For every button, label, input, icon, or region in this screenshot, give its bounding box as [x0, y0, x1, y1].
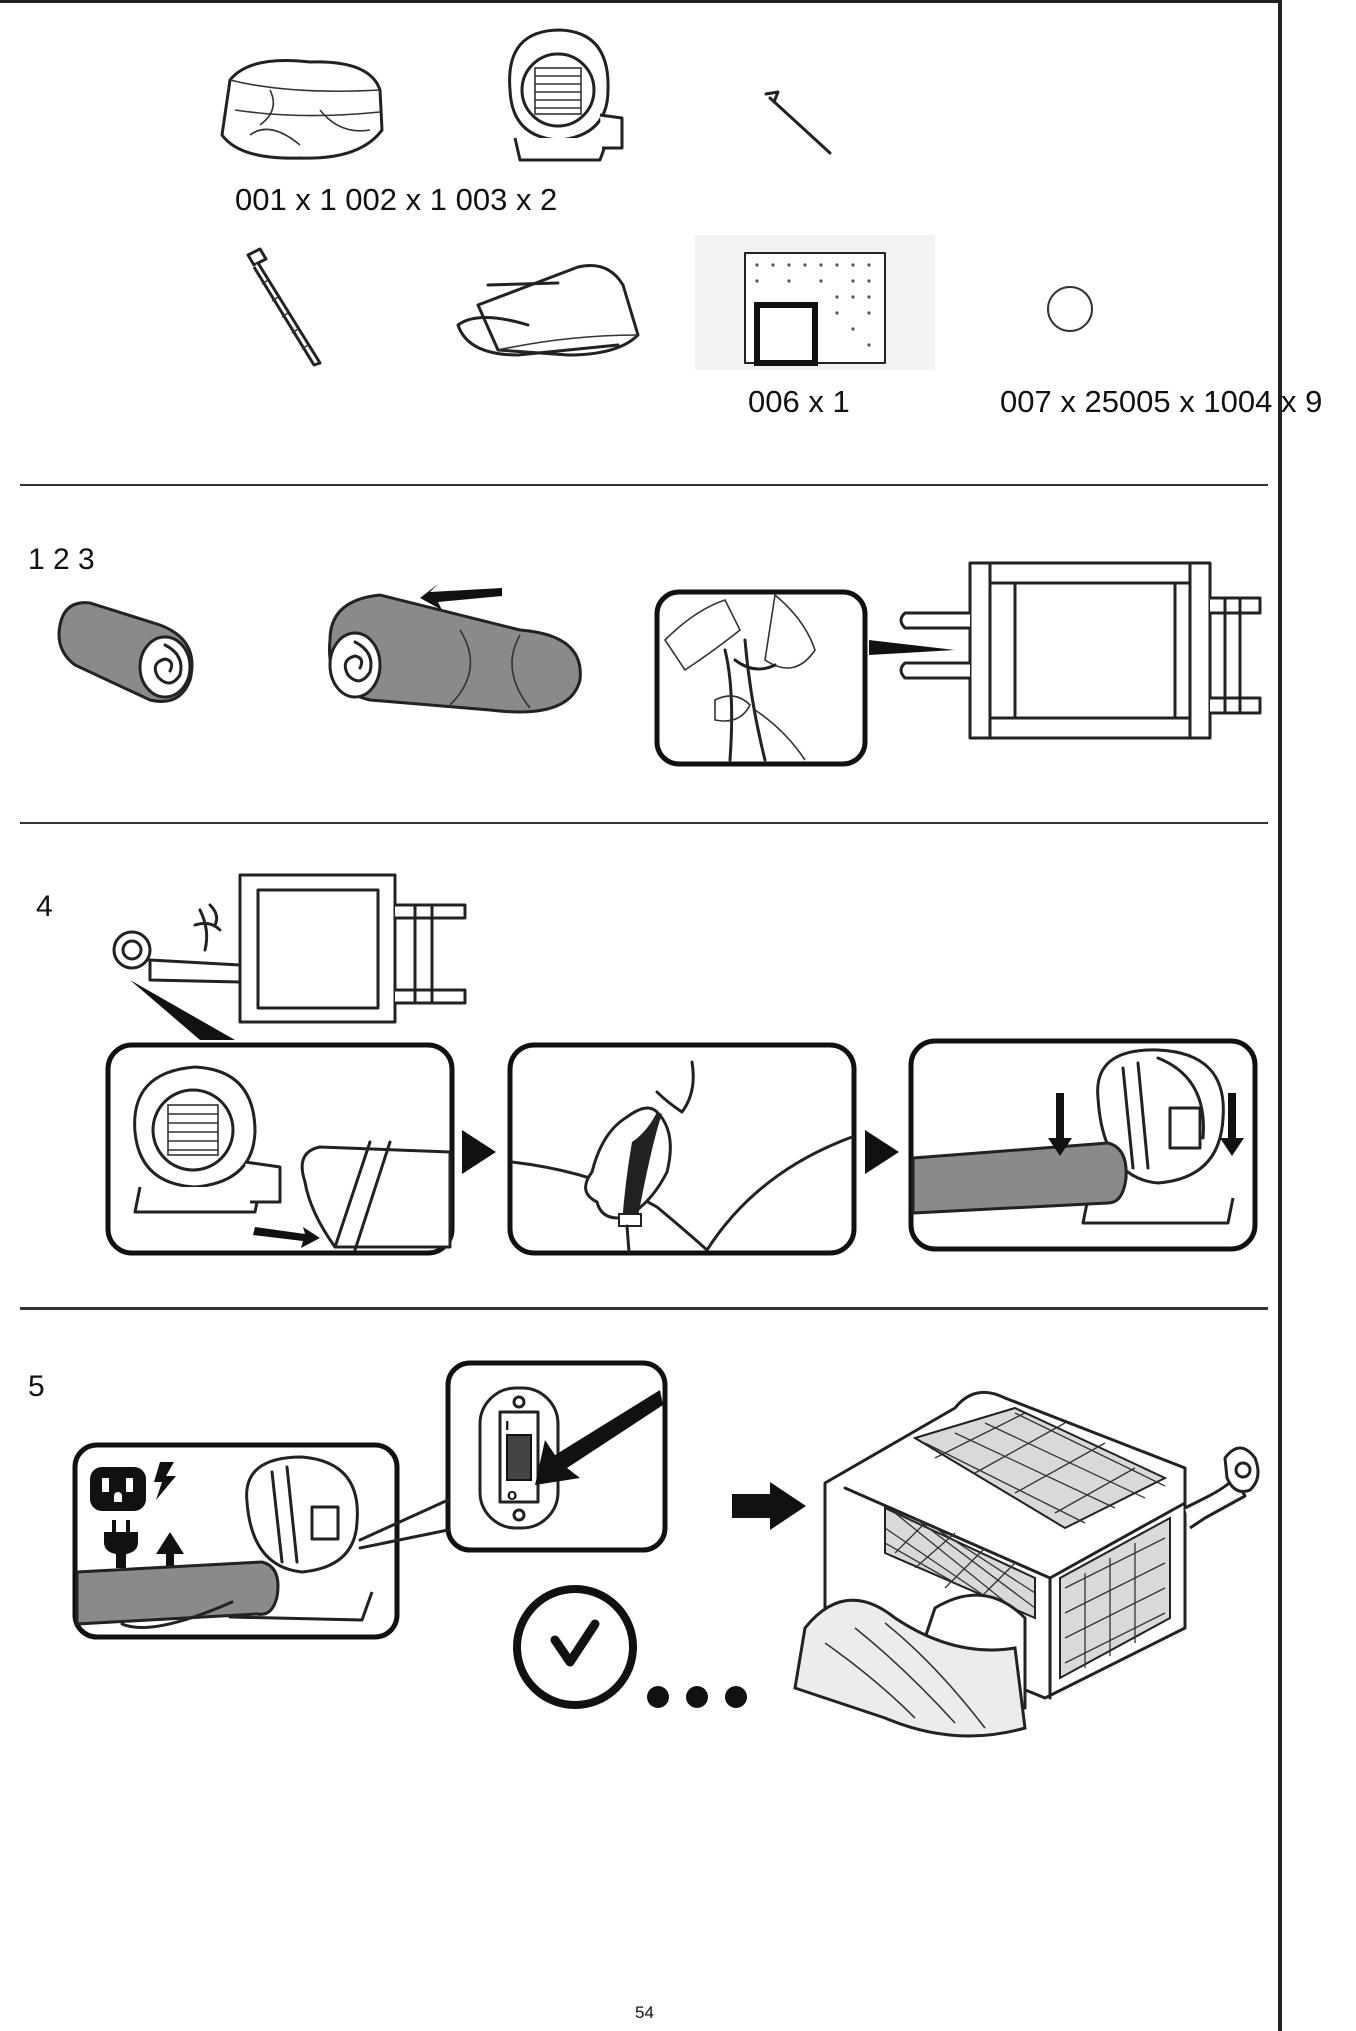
parts-row2-label-a: 006 x 1 [748, 384, 850, 419]
svg-text:I: I [505, 1419, 509, 1433]
section-divider [20, 484, 1268, 486]
ellipsis-dots-icon [647, 1686, 747, 1708]
rolled-bouncer-illustration [57, 601, 194, 703]
step-1-2-3-number: 1 2 3 [28, 543, 95, 576]
parts-row1-label: 001 x 1 002 x 1 003 x 2 [235, 182, 558, 217]
part-001-folded-bouncer [220, 58, 384, 160]
step5-inset-power-blower [72, 1442, 400, 1640]
step5-inset-power-switch: I O [445, 1360, 668, 1553]
arrow-right-icon [462, 1130, 496, 1174]
page-number: 54 [635, 2003, 654, 2022]
step4-inset-tube-blower [908, 1038, 1258, 1252]
inflated-bouncer-illustration [793, 1390, 1260, 1738]
wait-clock-icon [513, 1585, 637, 1709]
part-005-storage-bag [456, 264, 640, 357]
part-006-repair-patch-kit [695, 235, 935, 370]
part-007-ring [1047, 286, 1093, 332]
step4-inset-blower-tube [105, 1042, 455, 1256]
part-004-ground-stake [246, 247, 322, 367]
step-4-number: 4 [36, 890, 53, 923]
parts-row2-label-b: 007 x 25005 x 1004 x 9 [1000, 384, 1323, 419]
step4-inset-tie-tube [507, 1042, 857, 1256]
part-003-stake [764, 90, 832, 155]
bouncer-top-view [899, 561, 1262, 740]
callout-pointer [358, 1498, 450, 1550]
unrolling-bouncer-illustration [328, 584, 582, 714]
step-5-number: 5 [28, 1370, 45, 1403]
arrow-right-icon [865, 1130, 899, 1174]
svg-text:O: O [507, 1489, 517, 1503]
tie-detail-inset [654, 589, 955, 767]
arrow-head-shape [770, 1482, 806, 1530]
part-002-blower [508, 28, 624, 162]
section-divider [20, 822, 1268, 824]
step4-overview-illustration [112, 873, 467, 1040]
page-frame [0, 0, 1282, 2031]
section-divider [20, 1307, 1268, 1310]
arrow-right-icon [732, 1494, 772, 1518]
